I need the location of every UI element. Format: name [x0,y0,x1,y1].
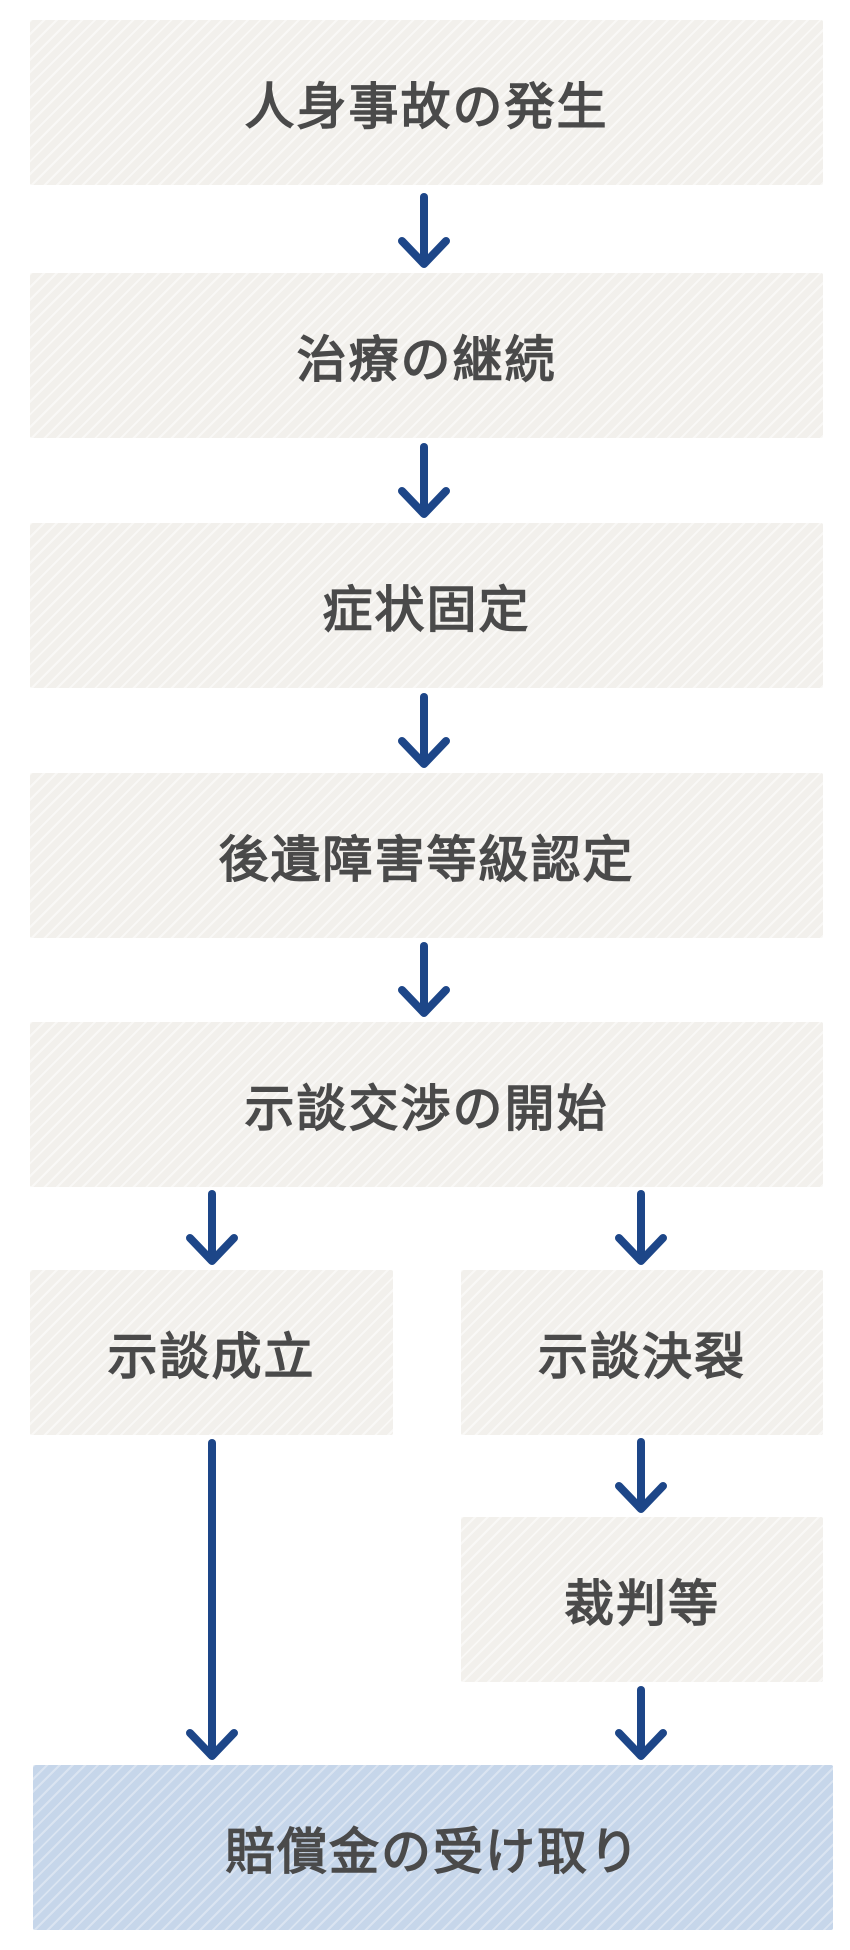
arrow-failed-to-trial [615,1438,667,1513]
arrow-symptom-to-grade [398,693,450,768]
step-accident: 人身事故の発生 [30,20,823,185]
arrow-trial-to-compensation [615,1686,667,1760]
arrow-negotiation-to-failed [615,1190,667,1265]
step-compensation: 賠償金の受け取り [33,1765,833,1930]
arrow-accident-to-treatment [398,193,450,268]
step-negotiation-start: 示談交渉の開始 [30,1022,823,1187]
arrow-treatment-to-symptom [398,443,450,518]
step-symptom-fixed: 症状固定 [30,523,823,688]
arrow-grade-to-negotiation [398,942,450,1017]
step-trial: 裁判等 [461,1517,823,1682]
step-settlement-reached: 示談成立 [30,1270,393,1435]
arrow-negotiation-to-settlement [186,1190,238,1265]
arrow-settlement-to-compensation [186,1439,238,1760]
step-disability-grade: 後遺障害等級認定 [30,773,823,938]
step-negotiation-failed: 示談決裂 [461,1270,823,1435]
step-treatment: 治療の継続 [30,273,823,438]
